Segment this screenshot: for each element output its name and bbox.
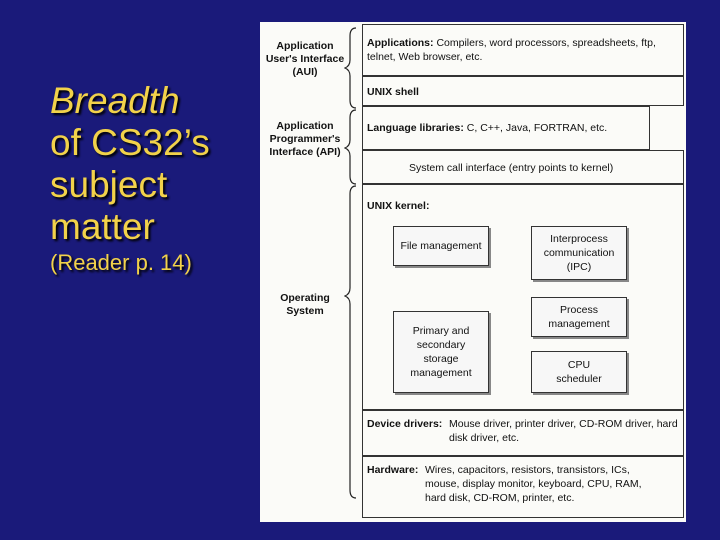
ipc-box: Interprocess communication (IPC): [531, 226, 627, 280]
os-brace: [344, 185, 357, 499]
os-label: Operating System: [280, 292, 330, 317]
language-libraries-layer: Language libraries: C, C++, Java, FORTRA…: [362, 106, 650, 150]
cpu-scheduler-box: CPU scheduler: [531, 351, 627, 393]
device-drivers-layer: Device drivers: Mouse driver, printer dr…: [362, 410, 684, 456]
unix-kernel-layer: UNIX kernel: File management Interproces…: [362, 184, 684, 410]
process-management-box: Process management: [531, 297, 627, 337]
unix-layers-figure: Application User's Interface (AUI) Appli…: [260, 22, 686, 522]
kernel-heading: UNIX kernel:: [367, 200, 430, 212]
unix-shell-layer: UNIX shell: [362, 76, 684, 106]
syscall-layer: System call interface (entry points to k…: [362, 150, 684, 184]
title-reference: (Reader p. 14): [50, 250, 192, 275]
hardware-text: Wires, capacitors, resistors, transistor…: [425, 464, 642, 504]
aui-label: Application User's Interface (AUI): [265, 40, 345, 78]
title-line-4: matter: [50, 206, 155, 247]
brace-lines: [344, 27, 357, 499]
applications-layer: Applications: Compilers, word processors…: [362, 24, 684, 76]
title-line-2: of CS32’s: [50, 122, 210, 163]
libraries-heading: Language libraries:: [367, 122, 464, 134]
slide-title: Breadth of CS32’s subject matter (Reader…: [50, 80, 255, 278]
libraries-text: C, C++, Java, FORTRAN, etc.: [466, 122, 608, 134]
api-label: Application Programmer's Interface (API): [269, 120, 341, 158]
applications-text: Compilers, word processors, spreadsheets…: [367, 37, 656, 63]
unix-shell-label: UNIX shell: [367, 86, 419, 98]
storage-management-box: Primary and secondary storage management: [393, 311, 489, 393]
title-line-3: subject: [50, 164, 168, 205]
syscall-text: System call interface (entry points to k…: [409, 162, 614, 174]
file-management-box: File management: [393, 226, 489, 266]
aui-brace: [344, 27, 357, 109]
title-line-1: Breadth: [50, 80, 180, 121]
applications-heading: Applications:: [367, 37, 434, 49]
drivers-text: Mouse driver, printer driver, CD-ROM dri…: [449, 418, 678, 444]
api-brace: [344, 109, 357, 185]
drivers-heading: Device drivers:: [367, 418, 443, 430]
hardware-heading: Hardware:: [367, 464, 419, 476]
hardware-layer: Hardware: Wires, capacitors, resistors, …: [362, 456, 684, 518]
